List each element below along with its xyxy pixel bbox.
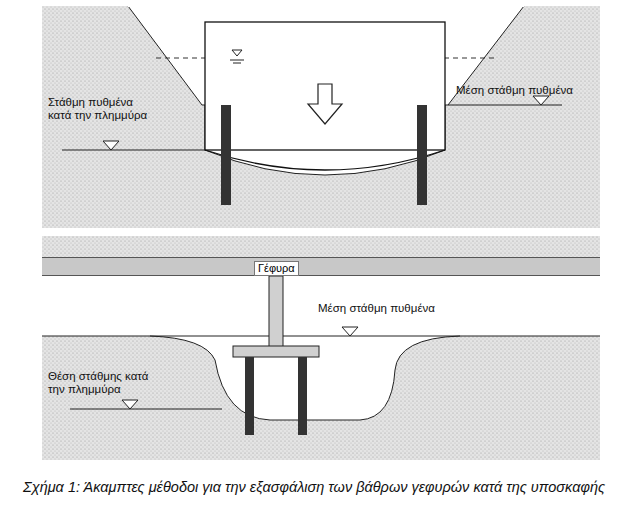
water-symbol <box>230 50 244 63</box>
pile <box>298 357 307 435</box>
level-label: Στάθμη πυθμένα κατά την πλημμύρα <box>48 96 158 122</box>
pile-cap <box>233 346 319 357</box>
caisson <box>205 22 445 150</box>
load-arrow <box>308 84 342 124</box>
pile <box>245 357 254 435</box>
level-label: Μέση στάθμη πυθμένα <box>318 302 458 315</box>
air-gap <box>42 276 600 336</box>
bridge-deck: Γέφυρα <box>42 257 600 276</box>
level-mark <box>533 96 549 105</box>
figure-caption: Σχήμα 1: Άκαμπτες μέθοδοι για την εξασφά… <box>14 478 614 497</box>
pile <box>417 105 427 205</box>
level-label: Θέση στάθμης κατά την πλημμύρα <box>48 370 168 396</box>
flood-bed-line <box>62 150 205 151</box>
level-mark <box>103 141 119 150</box>
node-label: Γέφυρα <box>254 261 299 276</box>
pier-column <box>269 276 283 347</box>
soil <box>42 236 600 460</box>
level-mark <box>342 327 358 336</box>
level-label: Μέση στάθμη πυθμένα <box>456 84 596 97</box>
level-mark <box>122 400 138 409</box>
flood-level-line <box>70 409 222 410</box>
pile <box>221 105 231 205</box>
mean-bed-line <box>448 105 562 106</box>
soil <box>42 6 600 228</box>
